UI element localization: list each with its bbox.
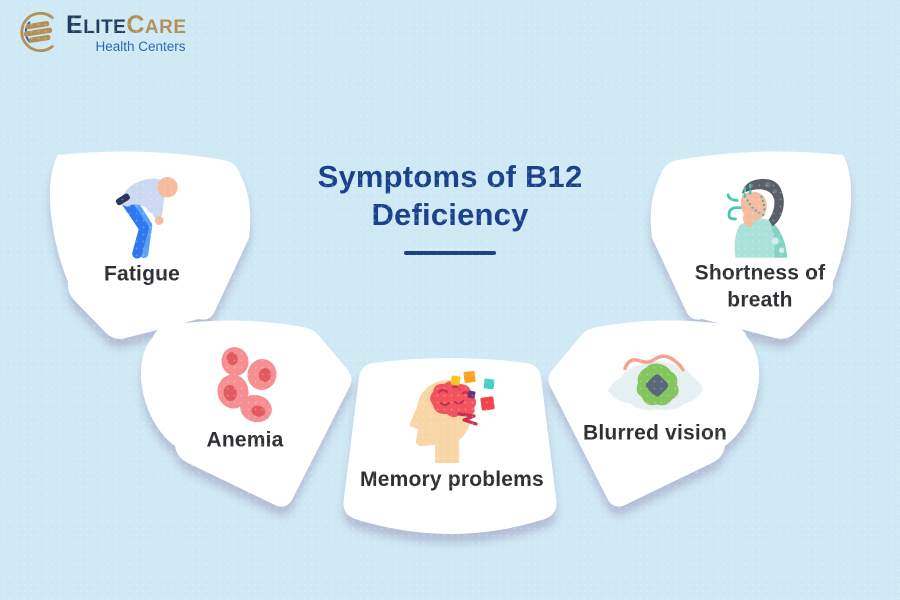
- card-label: Shortness of breath: [694, 261, 826, 312]
- tired-person-icon: [115, 176, 178, 259]
- card-label: Anemia: [206, 428, 284, 452]
- page-title: Symptoms of B12 Deficiency: [317, 159, 583, 232]
- card-anemia: Anemia: [125, 315, 355, 510]
- brand-tagline: Health Centers: [95, 39, 186, 54]
- card-label: Blurred vision: [583, 421, 727, 445]
- blurred-eye-icon: [608, 354, 703, 411]
- card-shape: [548, 320, 760, 507]
- card-shortness-of-breath: Shortness of breath: [648, 143, 863, 343]
- card-label: Fatigue: [103, 262, 181, 286]
- brand-name: ELITECARE: [66, 11, 187, 39]
- red-blood-cells-icon: [217, 347, 277, 423]
- memory-loss-brain-icon: [409, 371, 495, 463]
- breathless-person-icon: [726, 178, 788, 258]
- card-blurred-vision: Blurred vision: [545, 315, 775, 510]
- brand-logo: ELITECARE Health Centers: [16, 9, 187, 55]
- card-label: Memory problems: [360, 468, 544, 491]
- card-memory-problems: Memory problems: [335, 352, 565, 548]
- title-underline: [404, 251, 496, 255]
- gold-swirl-e-emblem-icon: [20, 11, 54, 53]
- card-shape: [49, 151, 251, 339]
- title-block: Symptoms of B12 Deficiency: [280, 158, 620, 255]
- card-fatigue: Fatigue: [38, 143, 253, 343]
